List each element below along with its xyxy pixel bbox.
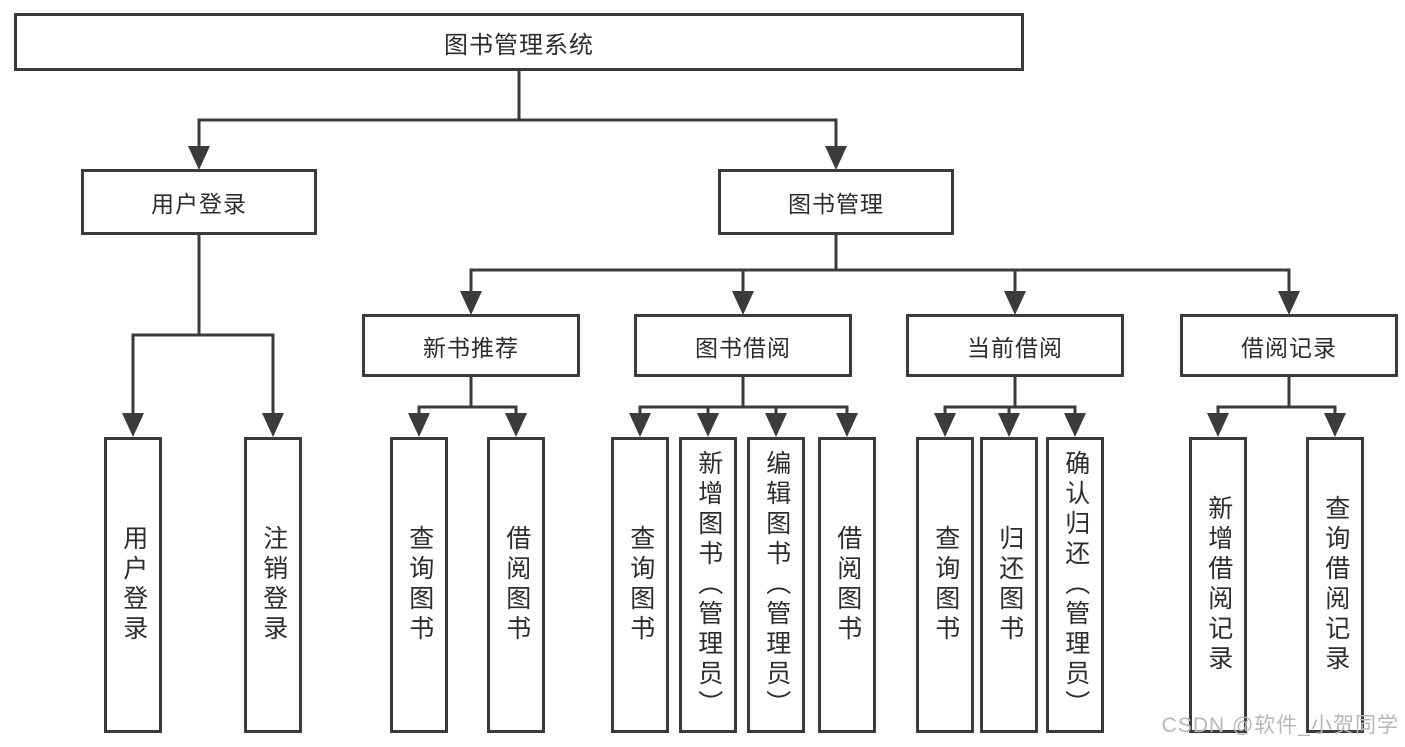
leaf-borrow-add: 新增图书（管理员） — [679, 437, 737, 733]
node-book-management: 图书管理 — [718, 169, 954, 235]
leaf-logout-label: 注销登录 — [259, 525, 288, 645]
leaf-borrow-add-label: 新增图书（管理员） — [694, 450, 723, 720]
leaf-borrow-query-label: 查询图书 — [626, 525, 655, 645]
watermark: CSDN @软件_小贺同学 — [1161, 714, 1399, 737]
leaf-records-add: 新增借阅记录 — [1189, 437, 1247, 733]
leaf-current-query: 查询图书 — [916, 437, 974, 733]
leaf-records-add-label: 新增借阅记录 — [1204, 495, 1233, 675]
leaf-newbooks-borrow-label: 借阅图书 — [502, 525, 531, 645]
node-root-label: 图书管理系统 — [444, 31, 594, 59]
node-user-login-label: 用户登录 — [151, 191, 247, 217]
leaf-current-confirm: 确认归还（管理员） — [1046, 437, 1104, 733]
node-new-book-recommend: 新书推荐 — [362, 314, 580, 377]
leaf-borrow-borrow: 借阅图书 — [818, 437, 876, 733]
leaf-newbooks-query-label: 查询图书 — [405, 525, 434, 645]
leaf-user-login-label: 用户登录 — [119, 525, 148, 645]
node-borrow-records-label: 借阅记录 — [1241, 334, 1337, 361]
leaf-current-return: 归还图书 — [980, 437, 1038, 733]
leaf-current-return-label: 归还图书 — [995, 525, 1024, 645]
node-new-book-recommend-label: 新书推荐 — [423, 334, 519, 361]
leaf-current-confirm-label: 确认归还（管理员） — [1061, 450, 1090, 720]
node-root: 图书管理系统 — [14, 13, 1024, 71]
node-book-borrow: 图书借阅 — [634, 314, 852, 377]
node-book-management-label: 图书管理 — [788, 191, 884, 217]
leaf-user-login: 用户登录 — [104, 437, 162, 733]
leaf-records-query-label: 查询借阅记录 — [1321, 495, 1350, 675]
leaf-records-query: 查询借阅记录 — [1306, 437, 1364, 733]
leaf-logout: 注销登录 — [244, 437, 302, 733]
node-current-borrow: 当前借阅 — [906, 314, 1124, 377]
node-book-borrow-label: 图书借阅 — [695, 334, 791, 361]
node-user-login: 用户登录 — [81, 169, 317, 235]
node-borrow-records: 借阅记录 — [1180, 314, 1398, 377]
node-current-borrow-label: 当前借阅 — [967, 334, 1063, 361]
leaf-current-query-label: 查询图书 — [931, 525, 960, 645]
leaf-borrow-edit-label: 编辑图书（管理员） — [762, 450, 791, 720]
leaf-borrow-edit: 编辑图书（管理员） — [747, 437, 805, 733]
leaf-borrow-query: 查询图书 — [611, 437, 669, 733]
leaf-newbooks-borrow: 借阅图书 — [487, 437, 545, 733]
leaf-newbooks-query: 查询图书 — [390, 437, 448, 733]
leaf-borrow-borrow-label: 借阅图书 — [833, 525, 862, 645]
